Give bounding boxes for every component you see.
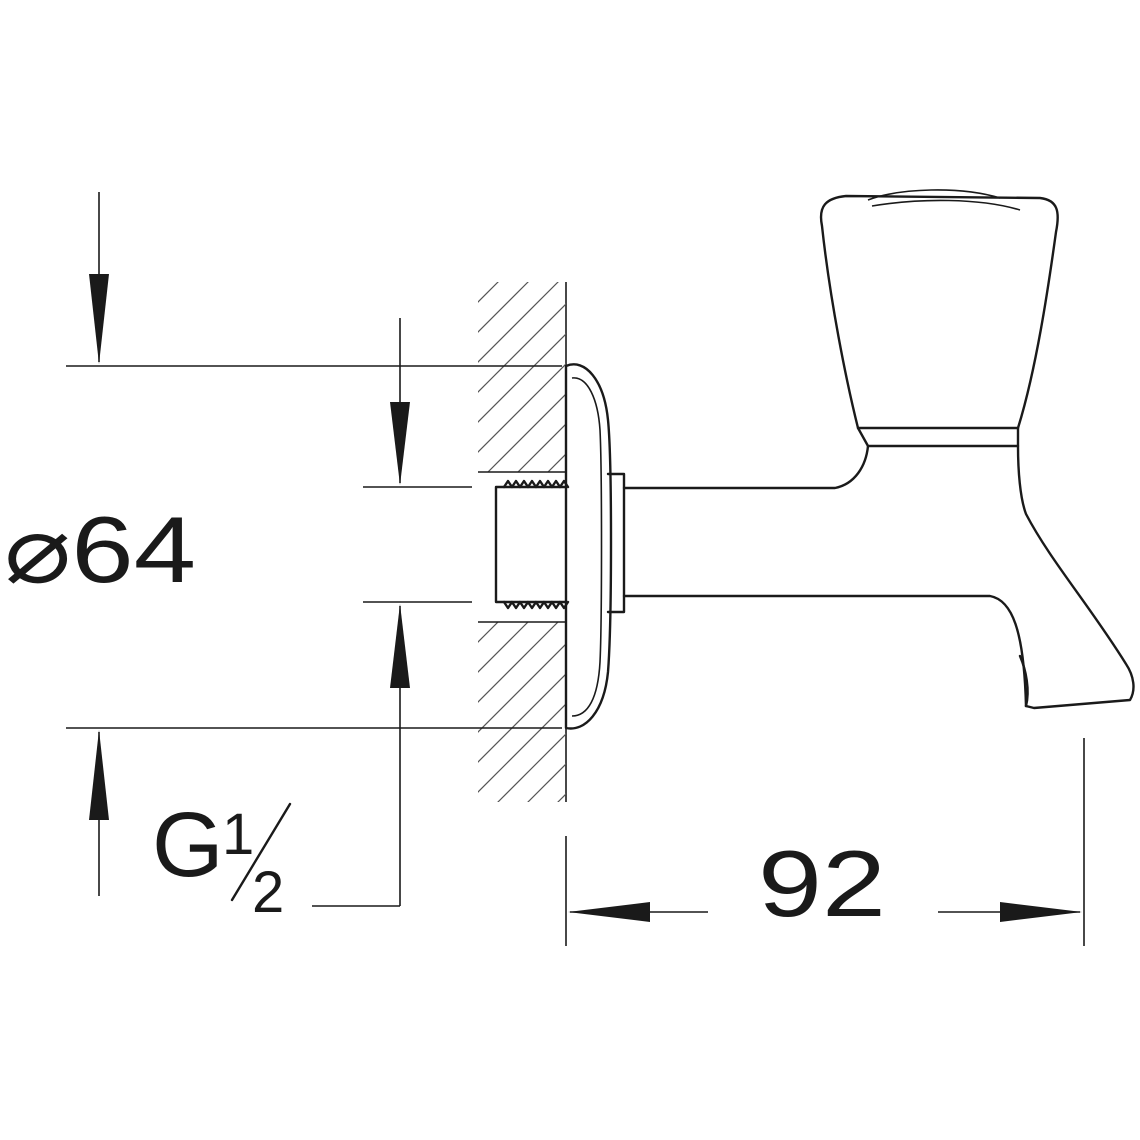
dimension-projection: 92	[565, 738, 1085, 946]
threaded-connector	[494, 479, 570, 610]
arrow-right-icon	[1000, 902, 1082, 922]
arrow-up-icon	[390, 604, 410, 688]
wall-section	[478, 282, 567, 802]
arrow-down-icon	[89, 274, 109, 364]
dimension-flange-diameter: ⌀64	[4, 192, 562, 896]
dimension-thread: G 1 2	[152, 318, 472, 925]
thread-fraction-slash	[230, 802, 292, 902]
thread-label-g: G	[152, 794, 224, 896]
tap-handle	[819, 189, 1059, 448]
thread-label-denominator: 2	[252, 860, 284, 925]
flange-diameter-label: ⌀64	[4, 497, 196, 602]
thread-label-numerator: 1	[222, 802, 254, 867]
arrow-left-icon	[568, 902, 650, 922]
tap-body	[622, 444, 1135, 710]
wall-hatch-top	[478, 282, 566, 472]
wall-hatch-bottom	[478, 622, 566, 802]
projection-label: 92	[758, 831, 886, 936]
wall-flange	[564, 363, 626, 730]
arrow-up-icon	[89, 730, 109, 820]
arrow-down-icon	[390, 402, 410, 485]
